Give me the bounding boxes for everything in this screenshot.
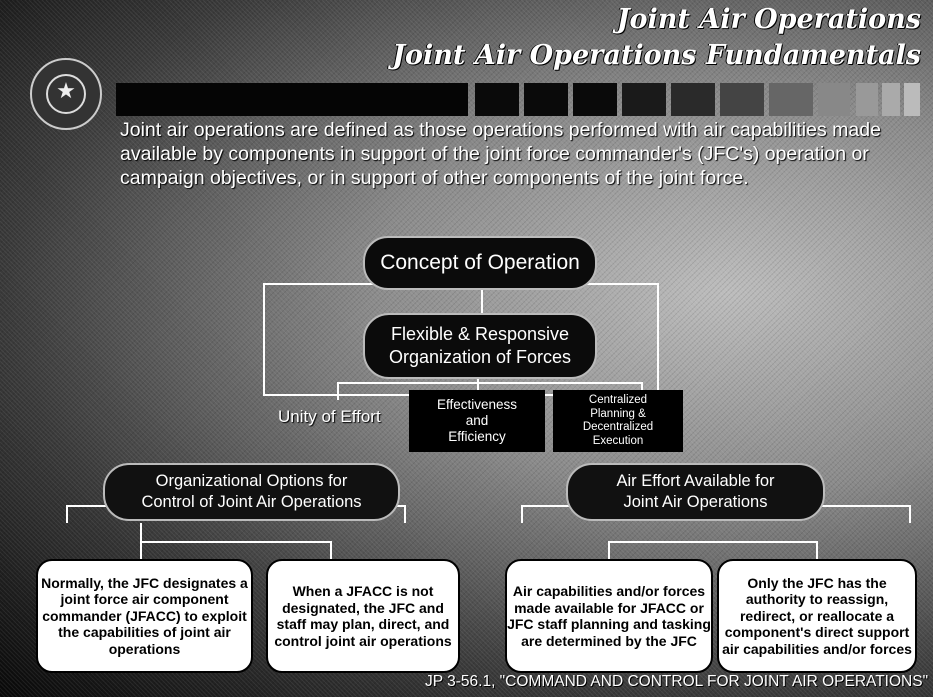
header-square — [671, 83, 715, 116]
connector — [263, 283, 265, 395]
joint-chiefs-seal-icon: ★ — [30, 58, 102, 130]
header-square — [818, 83, 850, 116]
slide-title: Joint Air Operations — [616, 4, 921, 35]
header-square — [720, 83, 764, 116]
connector — [404, 505, 406, 523]
air-capabilities-box: Air capabilities and/or forces made avai… — [505, 559, 713, 673]
intro-paragraph: Joint air operations are defined as thos… — [120, 119, 881, 189]
connector — [608, 541, 610, 561]
centralized-box: Centralized Planning & Decentralized Exe… — [553, 390, 683, 452]
header-strip — [116, 83, 468, 116]
connector — [481, 286, 483, 316]
slide-subtitle: Joint Air Operations Fundamentals — [392, 40, 921, 71]
effectiveness-box: Effectiveness and Efficiency — [409, 390, 545, 452]
no-jfacc-box: When a JFACC is not designated, the JFC … — [266, 559, 460, 673]
connector — [337, 382, 339, 400]
connector — [816, 541, 818, 561]
footer-citation: JP 3-56.1, "COMMAND AND CONTROL FOR JOIN… — [425, 673, 929, 690]
jfacc-designation-box: Normally, the JFC designates a joint for… — [36, 559, 253, 673]
connector — [521, 505, 523, 523]
unity-of-effort-label: Unity of Effort — [278, 407, 381, 426]
organizational-options-node: Organizational Options for Control of Jo… — [103, 463, 400, 521]
flexible-organization-node: Flexible & Responsive Organization of Fo… — [363, 313, 597, 379]
header-square — [524, 83, 568, 116]
header-square — [622, 83, 666, 116]
connector — [330, 541, 332, 561]
header-square — [475, 83, 519, 116]
concept-of-operation-node: Concept of Operation — [363, 236, 597, 290]
jfc-authority-box: Only the JFC has the authority to reassi… — [717, 559, 917, 673]
air-effort-available-node: Air Effort Available for Joint Air Opera… — [566, 463, 825, 521]
connector — [140, 541, 330, 543]
connector — [477, 372, 479, 392]
connector — [909, 505, 911, 523]
header-square — [573, 83, 617, 116]
connector — [608, 541, 818, 543]
header-square — [769, 83, 813, 116]
connector — [337, 382, 643, 384]
connector — [657, 283, 659, 395]
header-square — [904, 83, 920, 116]
connector — [66, 505, 68, 523]
connector — [641, 382, 643, 394]
header-square — [882, 83, 900, 116]
header-square — [856, 83, 878, 116]
